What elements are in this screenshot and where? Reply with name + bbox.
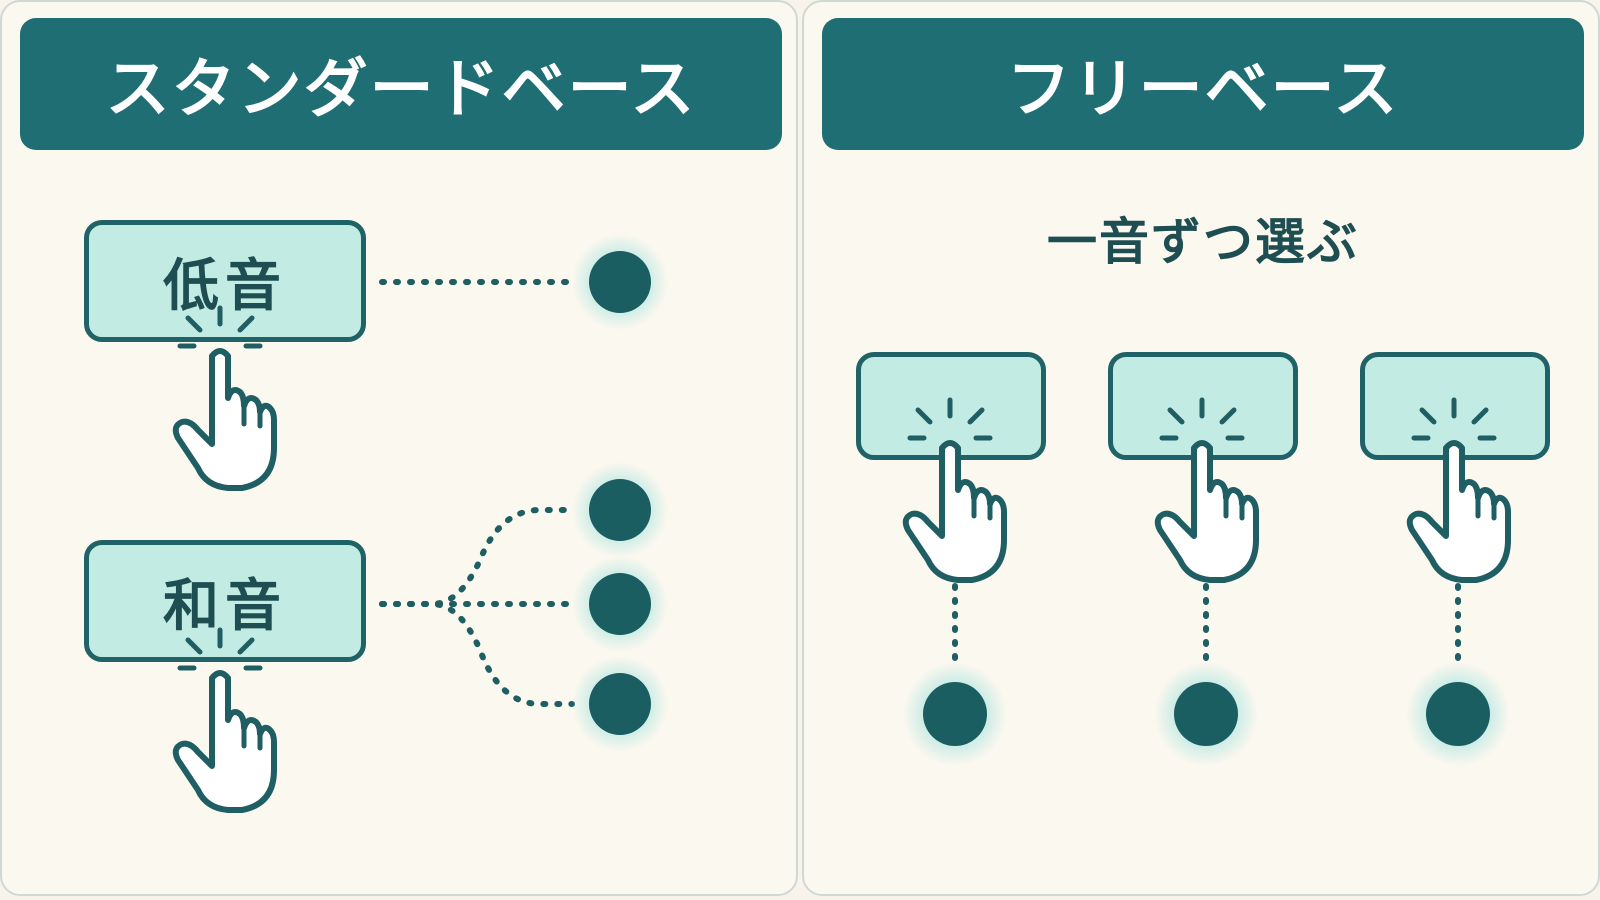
- chord-key: 和音: [84, 540, 366, 662]
- free-key-3: [1360, 352, 1550, 460]
- standard-bass-header: スタンダードベース: [20, 18, 782, 150]
- free-key-1: [856, 352, 1046, 460]
- standard-bass-panel: スタンダードベース: [0, 0, 798, 896]
- free-key-2: [1108, 352, 1298, 460]
- free-bass-header: フリーベース: [822, 18, 1584, 150]
- free-bass-subtitle: 一音ずつ選ぶ: [1047, 213, 1359, 271]
- bass-key: 低音: [84, 220, 366, 342]
